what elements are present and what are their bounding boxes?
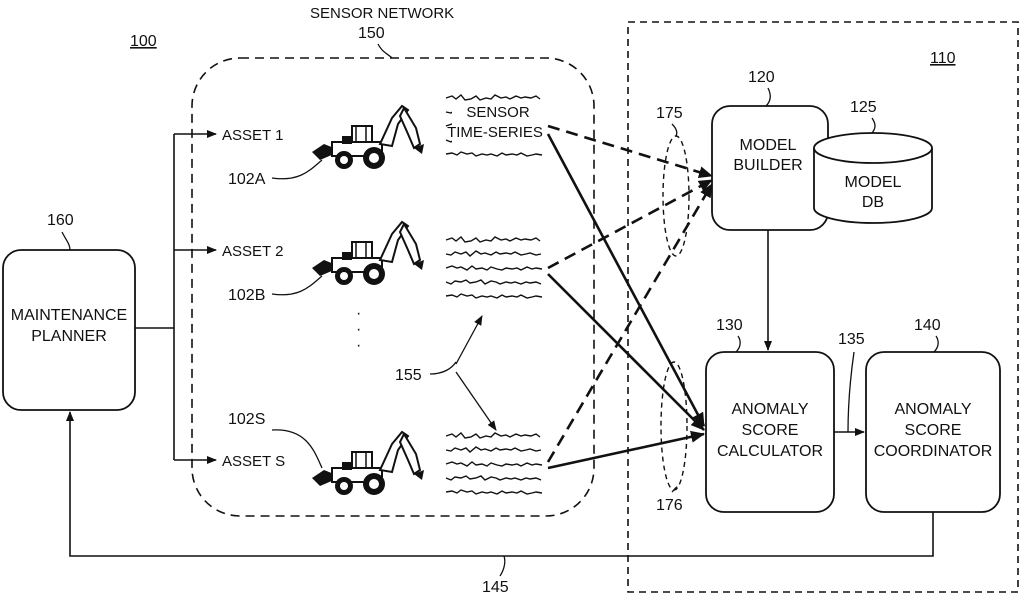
coordinator-leader [934, 336, 938, 352]
group-176-leader [672, 487, 677, 492]
model-db-line2: DB [862, 194, 884, 211]
calculator-line3: CALCULATOR [717, 443, 823, 460]
group-175-ref: 175 [656, 105, 683, 122]
calculator-leader [736, 336, 740, 352]
sensor-network-title: SENSOR NETWORK [310, 5, 454, 22]
group-175-ellipse [663, 136, 689, 256]
module-ref: 110 [930, 50, 956, 67]
group-175-leader [672, 124, 677, 136]
asset-1-ref: 102A [228, 171, 266, 188]
calculator-ref: 130 [716, 317, 743, 334]
calculator-line1: ANOMALY [731, 401, 808, 418]
ref-155-arrow-up [456, 316, 482, 364]
solid-flow-assetS-to-calculator [548, 434, 704, 468]
asset-2-leader [272, 276, 322, 295]
model-builder-line1: MODEL [740, 137, 797, 154]
asset-s-time-series [446, 433, 542, 494]
maintenance-planner-ref: 160 [47, 212, 74, 229]
asset-1-label: ASSET 1 [222, 127, 283, 144]
link-135-ref: 135 [838, 331, 865, 348]
ellipsis-dot-2: · [356, 321, 361, 338]
asset-s-ref: 102S [228, 411, 265, 428]
link-145-ref: 145 [482, 579, 509, 596]
model-builder-leader [766, 88, 770, 106]
model-db-line1: MODEL [845, 174, 902, 191]
time-series-ref: 155 [395, 367, 422, 384]
calculator-line2: SCORE [742, 422, 799, 439]
model-builder-ref: 120 [748, 69, 775, 86]
solid-flow-asset1-to-calculator [548, 134, 704, 426]
sensor-network-leader [378, 44, 392, 58]
asset-s-backhoe-image [312, 432, 424, 495]
coordinator-ref: 140 [914, 317, 941, 334]
maintenance-planner-line2: PLANNER [31, 328, 107, 345]
ref-155-arrow-down [456, 372, 496, 430]
asset-2-ref: 102B [228, 287, 265, 304]
asset-2-label: ASSET 2 [222, 243, 283, 260]
solid-flow-asset2-to-calculator [548, 274, 704, 430]
asset-2-time-series [446, 237, 542, 298]
model-db-cylinder-top [814, 133, 932, 163]
model-db-leader [872, 118, 875, 133]
asset-2-backhoe-image [312, 222, 424, 285]
ellipsis-dot-3: · [356, 337, 361, 354]
planner-leader [62, 232, 70, 250]
model-builder-line2: BUILDER [733, 157, 802, 174]
sensor-network-ref: 150 [358, 25, 385, 42]
system-ref: 100 [130, 33, 157, 50]
sensor-time-series-label-line2: TIME-SERIES [447, 124, 543, 141]
coordinator-line2: SCORE [905, 422, 962, 439]
coordinator-line1: ANOMALY [894, 401, 971, 418]
sensor-time-series-label-line1: SENSOR [466, 104, 530, 121]
model-db-ref: 125 [850, 99, 877, 116]
asset-s-label: ASSET S [222, 453, 285, 470]
coordinator-line3: COORDINATOR [874, 443, 993, 460]
ellipsis-dot-1: · [356, 305, 361, 322]
maintenance-planner-line1: MAINTENANCE [11, 307, 127, 324]
group-176-ref: 176 [656, 497, 683, 514]
group-176-ellipse [661, 362, 687, 490]
asset-1-leader [272, 160, 322, 179]
time-series-ref-leader [430, 362, 456, 374]
link-135-leader [848, 352, 854, 432]
asset-1-backhoe-image [312, 106, 424, 169]
link-145-leader [500, 556, 505, 576]
